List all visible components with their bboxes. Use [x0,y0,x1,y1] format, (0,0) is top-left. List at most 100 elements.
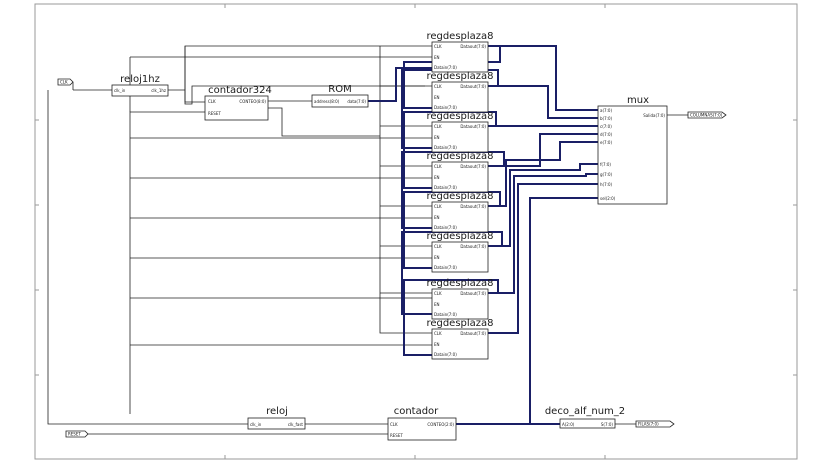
port-label: CLK [390,422,398,427]
port-label: Datain(7:0) [434,65,457,70]
port-label: d(7:0) [600,132,613,137]
block-title: regdesplaza8 [426,111,493,122]
port-label: h(7:0) [600,182,613,187]
block-reloj1hz: clk_in clk_1hz reloj1hz [111,74,169,97]
port-label: b(7:0) [600,116,613,121]
port-label: Datain(7:0) [434,352,457,357]
register-body [431,41,489,73]
port-label: e(7:0) [600,140,612,145]
port-label: RESET [390,433,403,438]
port-label: CLK [434,244,442,249]
block-regdesplaza8: CLK EN Datain(7:0) Dataout(7:0) regdesplaza8 [426,151,494,193]
port-label: CONTEO(8:0) [239,99,266,104]
port-label: g(7:0) [600,172,613,177]
port-label: Datain(7:0) [434,265,457,270]
block-title: contador324 [208,85,272,96]
block-title: regdesplaza8 [426,31,493,42]
port-label: Dataout(7:0) [460,84,486,89]
register-body [431,161,489,193]
port-label: CLK [434,291,442,296]
block-title: deco_alf_num_2 [545,406,625,417]
block-title: regdesplaza8 [426,278,493,289]
io-label: RESET [68,432,81,437]
block-regdesplaza8: CLK EN Datain(7:0) Dataout(7:0) regdesplaza8 [426,191,494,233]
port-label: Datain(7:0) [434,105,457,110]
port-label: CONTEO(2:0) [427,422,454,427]
port-label: EN [434,255,440,260]
control-wires [47,45,688,435]
port-label: EN [434,95,440,100]
register-body [431,121,489,153]
block-title: reloj1hz [120,74,160,85]
port-label: Dataout(7:0) [460,204,486,209]
io-label: COLUMNAS(7:0) [690,113,723,118]
port-label: Dataout(7:0) [460,244,486,249]
block-regdesplaza8: CLK EN Datain(7:0) Dataout(7:0) regdesplaza8 [426,71,494,113]
port-label: Dataout(7:0) [460,124,486,129]
frame-ticks [35,4,797,459]
port-label: CLK [434,84,442,89]
block-title: regdesplaza8 [426,318,493,329]
port-label: EN [434,215,440,220]
port-label: Datain(7:0) [434,145,457,150]
block-contador: CLK RESET CONTEO(2:0) contador [387,406,457,441]
io-clk: CLK [57,78,74,86]
block-reloj: clk_in clk_fast reloj [247,406,306,430]
port-label: data(7:0) [347,99,366,104]
block-deco: A(2:0) S(7:0) deco_alf_num_2 [545,406,625,429]
port-label: CLK [208,99,216,104]
port-label: Datain(7:0) [434,225,457,230]
block-title: reloj [266,406,288,417]
block-title: regdesplaza8 [426,71,493,82]
io-label: CLK [60,80,68,85]
port-label: clk_in [114,88,126,93]
port-label: Dataout(7:0) [460,164,486,169]
block-regdesplaza8: CLK EN Datain(7:0) Dataout(7:0) regdesplaza8 [426,318,494,360]
port-label: CLK [434,331,442,336]
io-columnas: COLUMNAS(7:0) [687,111,727,119]
schematic-frame [34,3,798,460]
port-label: S(7:0) [601,422,614,427]
port-label: address(8:0) [314,99,340,104]
io-label: FILAS(7:0) [638,422,659,427]
block-mux: a(7:0) b(7:0) c(7:0) d(7:0) e(7:0) f(7:0… [597,95,668,205]
register-body [431,288,489,320]
register-body [431,201,489,233]
port-label: Salida(7:0) [643,113,665,118]
port-label: Dataout(7:0) [460,44,486,49]
port-label: CLK [434,164,442,169]
block-regdesplaza8: CLK EN Datain(7:0) Dataout(7:0) regdesplaza8 [426,231,494,273]
port-label: CLK [434,124,442,129]
block-rom: address(8:0) data(7:0) ROM [311,84,369,108]
port-label: CLK [434,204,442,209]
block-title: regdesplaza8 [426,231,493,242]
register-blocks: CLK EN Datain(7:0) Dataout(7:0) regdesplaza8… [426,31,494,360]
block-contador324: CLK RESET CONTEO(8:0) contador324 [204,85,272,121]
port-label: EN [434,135,440,140]
block-title: contador [394,406,439,417]
port-label: Datain(7:0) [434,185,457,190]
port-label: f(7:0) [600,162,611,167]
port-label: EN [434,175,440,180]
block-regdesplaza8: CLK EN Datain(7:0) Dataout(7:0) regdesplaza8 [426,111,494,153]
block-title: regdesplaza8 [426,191,493,202]
block-title: mux [627,95,649,106]
port-label: c(7:0) [600,124,612,129]
port-label: EN [434,342,440,347]
port-label: Datain(7:0) [434,312,457,317]
port-label: EN [434,302,440,307]
block-title: regdesplaza8 [426,151,493,162]
port-label: clk_fast [288,422,304,427]
register-body [431,241,489,273]
port-label: A(2:0) [562,422,575,427]
port-label: CLK [434,44,442,49]
io-filas: FILAS(7:0) [635,420,675,428]
port-label: a(7:0) [600,108,612,113]
register-body [431,328,489,360]
register-body [431,81,489,113]
port-label: clk_in [250,422,262,427]
port-label: Dataout(7:0) [460,331,486,336]
block-title: ROM [328,84,351,95]
